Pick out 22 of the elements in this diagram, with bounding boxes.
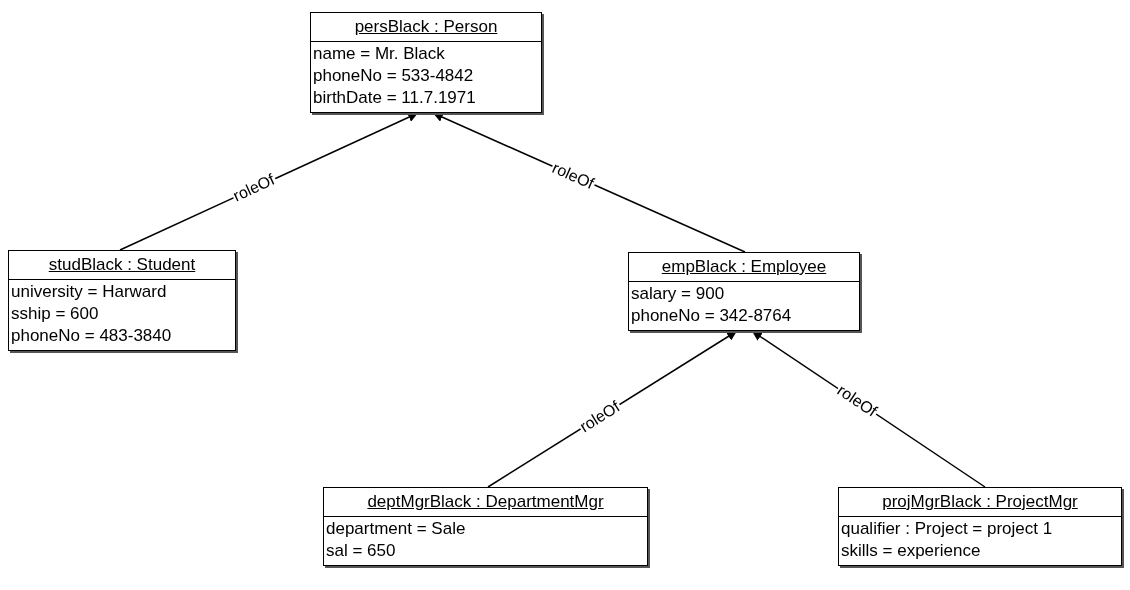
attribute-text: sship = 600 [11,303,100,325]
attribute-text: salary = 900 [631,283,726,305]
object-box [628,252,860,331]
object-box [838,487,1122,566]
attribute-text: skills = experience [841,540,982,562]
attribute-text: university = Harward [11,281,168,303]
object-name: deptMgrBlack : DepartmentMgr [324,488,647,517]
object-name: persBlack : Person [311,13,541,42]
attribute-text: phoneNo = 533-4842 [313,65,475,87]
attribute-text: department = Sale [326,518,467,540]
attribute-text: sal = 650 [326,540,397,562]
object-name: studBlack : Student [9,251,235,280]
object-box [310,12,542,113]
object-box [323,487,648,566]
attribute-text: phoneNo = 342-8764 [631,305,793,327]
object-box [8,250,236,351]
object-name: projMgrBlack : ProjectMgr [839,488,1121,517]
attribute-text: birthDate = 11.7.1971 [313,87,477,109]
attribute-text: name = Mr. Black [313,43,446,65]
attribute-text: phoneNo = 483-3840 [11,325,173,347]
object-name: empBlack : Employee [629,253,859,282]
attribute-text: qualifier : Project = project 1 [841,518,1054,540]
